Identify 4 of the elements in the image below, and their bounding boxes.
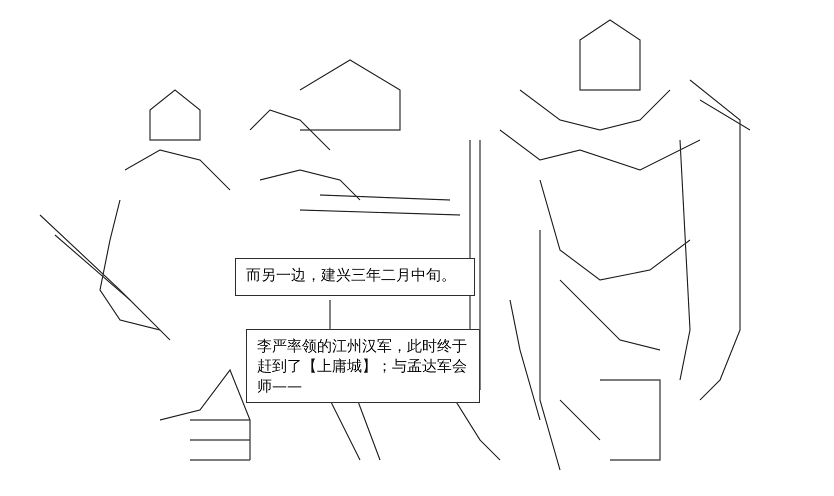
- narration-text: 而另一边，建兴三年二月中旬。: [246, 265, 457, 285]
- caption-box: [235, 258, 475, 296]
- caption-box: [246, 329, 480, 403]
- narration-text: 李严率领的江州汉军，此时终于赶到了【上庸城】；与孟达军会师——: [257, 336, 468, 396]
